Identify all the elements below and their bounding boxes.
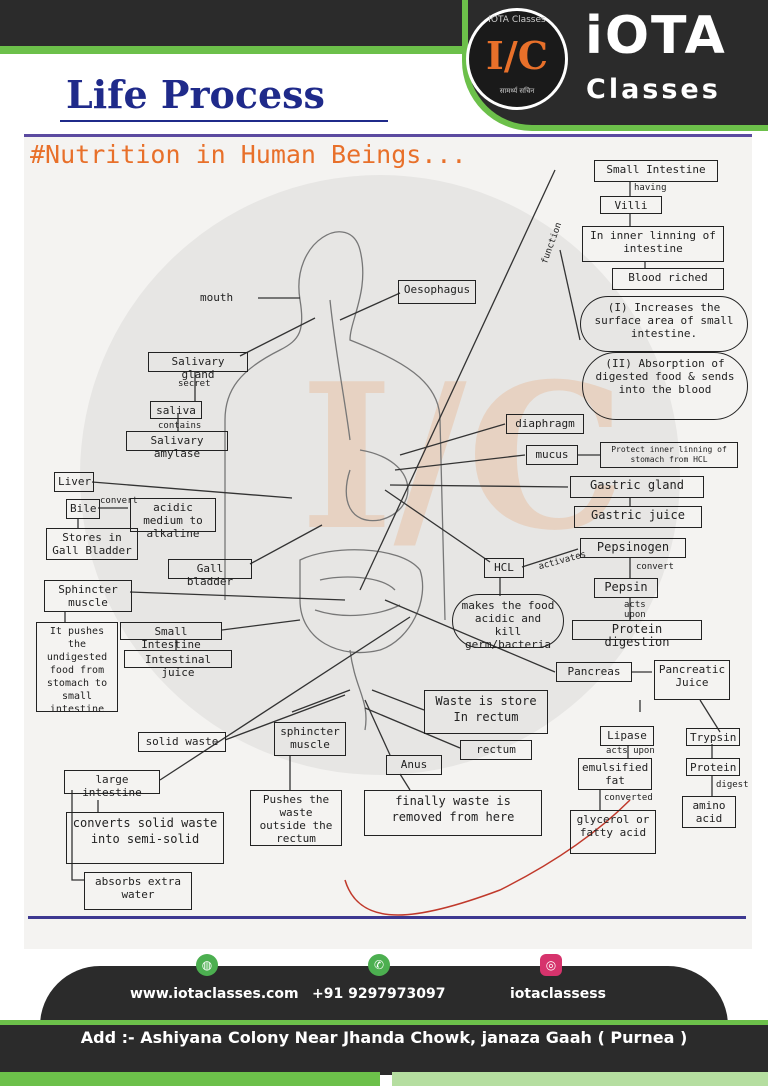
function-2-bubble: (II) Absorption of digested food & sends… <box>582 352 748 420</box>
blood-riched-box: Blood riched <box>612 268 724 290</box>
intestine-sketch <box>299 549 424 654</box>
secret-label: secret <box>178 379 211 389</box>
bile-box: Bile <box>66 499 100 519</box>
saliva-box: saliva <box>150 401 202 419</box>
acts-upon-2-label: acts upon <box>606 746 655 756</box>
contains-label: contains <box>158 421 202 431</box>
brand-subtitle: Classes <box>586 74 721 105</box>
stores-gall-box: Stores in Gall Bladder <box>46 528 138 560</box>
sphincter-muscle-2-box: sphincter muscle <box>274 722 346 756</box>
having-label: having <box>634 183 667 193</box>
function-1-bubble: (I) Increases the surface area of small … <box>580 296 748 352</box>
pepsinogen-box: Pepsinogen <box>580 538 686 558</box>
lipase-box: Lipase <box>600 726 654 746</box>
digest-label: digest <box>716 780 749 790</box>
page-title: Life Process <box>66 72 325 117</box>
title-underline <box>60 120 388 122</box>
phone-number[interactable]: +91 9297973097 <box>312 986 446 1002</box>
protein-digestion-box: Protein digestion <box>572 620 702 649</box>
logo-tagline: सामर्थ्य सचिन <box>499 87 535 95</box>
website-link[interactable]: www.iotaclasses.com <box>130 986 299 1002</box>
hcl-note-bubble: makes the food acidic and kill germ/bact… <box>452 594 564 651</box>
acidic-alkaline-box: acidic medium to alkaline <box>130 498 216 540</box>
pepsin-box: Pepsin <box>594 578 658 598</box>
converted-label: converted <box>604 793 653 803</box>
globe-icon: ◍ <box>196 954 218 976</box>
brand-logo: IOTA Classes I/C सामर्थ्य सचिन <box>466 8 568 110</box>
footer-accent-right <box>392 1072 768 1086</box>
rectum-box: rectum <box>460 740 532 760</box>
pancreas-box: Pancreas <box>556 662 632 682</box>
page-bottom-rule <box>28 916 746 919</box>
instagram-icon: ◎ <box>540 954 562 976</box>
logo-mark: I/C <box>486 33 548 78</box>
hcl-box: HCL <box>484 558 524 578</box>
footer-accent-left <box>0 1072 380 1086</box>
footer-address-bar <box>0 1020 768 1075</box>
sphincter-note-box: It pushes the undigested food from stoma… <box>36 622 118 715</box>
oesophagus-tube <box>329 299 351 441</box>
instagram-handle[interactable]: iotaclassess <box>510 986 606 1002</box>
finally-waste-box: finally waste is removed from here <box>364 790 542 836</box>
oesophagus-box: Oesophagus <box>398 280 476 304</box>
convert-label: convert <box>100 496 138 506</box>
logo-ring-text: IOTA Classes <box>488 15 546 25</box>
notebook-page <box>24 134 752 949</box>
rectum-sketch <box>349 649 367 731</box>
salivary-gland-box: Salivary gland <box>148 352 248 381</box>
notes-title: #Nutrition in Human Beings... <box>30 140 467 169</box>
convert-2-label: convert <box>636 562 674 572</box>
amino-acid-box: amino acid <box>682 796 736 828</box>
gall-bladder-box: Gall bladder <box>168 559 252 588</box>
anus-box: Anus <box>386 755 442 775</box>
protein-box: Protein <box>686 758 740 776</box>
pushes-waste-box: Pushes the waste outside the rectum <box>250 790 342 846</box>
gastric-juice-box: Gastric juice <box>574 506 702 528</box>
villi-box: Villi <box>600 196 662 214</box>
header-accent <box>0 46 768 54</box>
trypsin-box: Trypsin <box>686 728 740 746</box>
gastric-gland-box: Gastric gland <box>570 476 704 498</box>
mouth-label: mouth <box>200 291 234 304</box>
footer: ◍ ✆ ◎ www.iotaclasses.com +91 9297973097… <box>0 950 768 1086</box>
footer-address: Add :- Ashiyana Colony Near Jhanda Chowk… <box>80 1028 688 1047</box>
red-sketch-line <box>344 799 631 916</box>
intestinal-juice-box: Intestinal juice <box>124 650 232 679</box>
liver-box: Liver <box>54 472 94 492</box>
small-intestine-left-box: Small Intestine <box>120 622 222 651</box>
diaphragm-box: diaphragm <box>506 414 584 434</box>
absorbs-water-box: absorbs extra water <box>84 872 192 910</box>
watermark-circle <box>80 175 680 775</box>
glycerol-box: glycerol or fatty acid <box>570 810 656 854</box>
mucus-box: mucus <box>526 445 578 465</box>
phone-icon: ✆ <box>368 954 390 976</box>
small-intestine-top-box: Small Intestine <box>594 160 718 182</box>
salivary-amylase-box: Salivary amylase <box>126 431 228 460</box>
brand-name: iOTA <box>585 6 727 66</box>
pancreatic-juice-box: Pancreatic Juice <box>654 660 730 700</box>
acts-upon-label: acts upon <box>624 600 646 620</box>
large-intestine-box: large intestine <box>64 770 160 799</box>
solid-waste-box: solid waste <box>138 732 226 752</box>
waste-store-box: Waste is store In rectum <box>424 690 548 734</box>
inner-lining-box: In inner linning of intestine <box>582 226 724 262</box>
sphincter-muscle-box: Sphincter muscle <box>44 580 132 612</box>
converts-solid-box: converts solid waste into semi-solid <box>66 812 224 864</box>
stomach-sketch <box>345 449 409 522</box>
emulsified-fat-box: emulsified fat <box>578 758 652 790</box>
protect-lining-box: Protect inner linning of stomach from HC… <box>600 442 738 468</box>
watermark-logo: I/C <box>300 340 626 575</box>
